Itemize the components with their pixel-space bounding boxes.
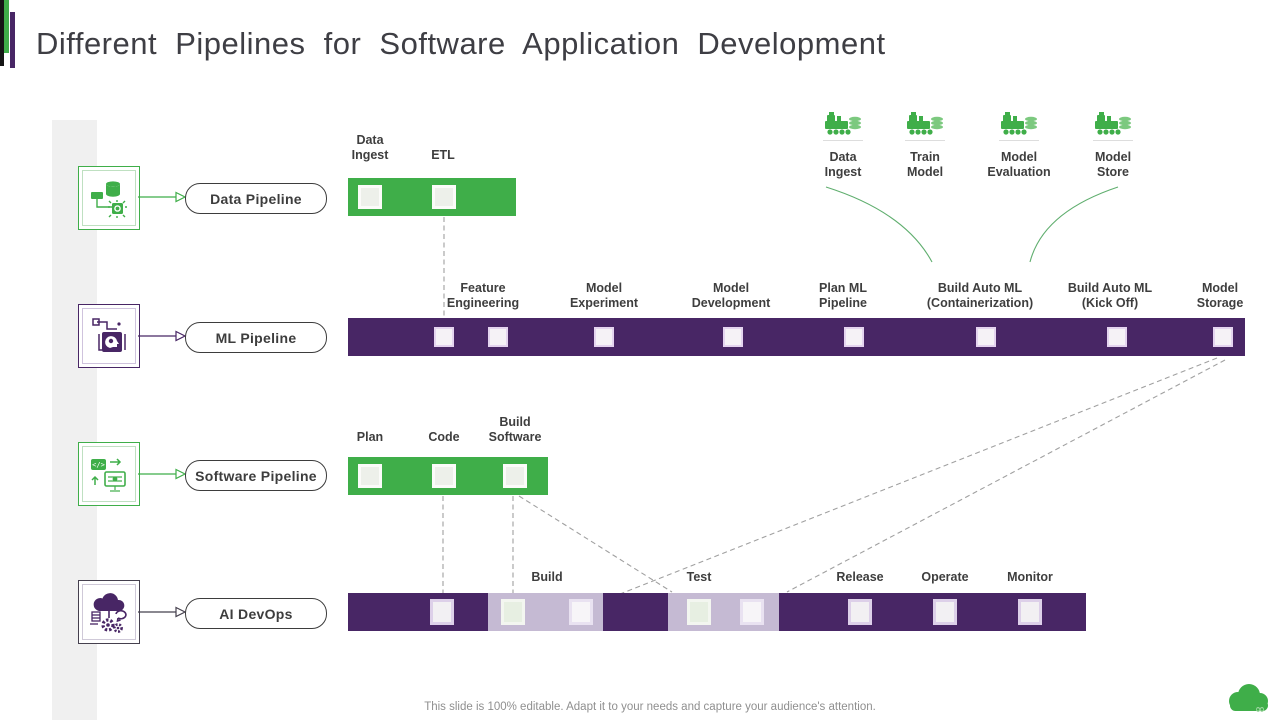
step-build: Build bbox=[531, 569, 563, 584]
ai-devops-icon-box bbox=[78, 580, 140, 644]
step-feature-engineering: Feature Engineering bbox=[446, 280, 520, 310]
accent-bar-green bbox=[4, 0, 9, 53]
operate-node bbox=[933, 599, 957, 625]
stage-label: Model Evaluation bbox=[987, 150, 1051, 180]
ml-pipeline-label: ML Pipeline bbox=[185, 322, 327, 353]
build-node-2 bbox=[569, 599, 593, 625]
step-release: Release bbox=[836, 569, 884, 584]
step-operate: Operate bbox=[921, 569, 969, 584]
step-build-software: Build Software bbox=[488, 414, 542, 444]
curve-data-ingest-to-containerization bbox=[825, 186, 933, 263]
ml-pipeline-icon-box bbox=[78, 304, 140, 368]
dashed-modelstorage-to-test-right-line bbox=[786, 359, 1226, 593]
train-with-data-icon bbox=[905, 110, 945, 141]
data-ingest-node bbox=[358, 185, 382, 209]
step-test: Test bbox=[686, 569, 712, 584]
train-with-data-icon bbox=[1093, 110, 1133, 141]
model-development-node bbox=[723, 327, 743, 347]
step-etl: ETL bbox=[431, 147, 455, 162]
build-auto-ml-kickoff-node bbox=[1107, 327, 1127, 347]
step-data-ingest: Data Ingest bbox=[351, 132, 389, 162]
stage-model-store: Model Store bbox=[1077, 110, 1149, 181]
devops-node bbox=[430, 599, 454, 625]
train-with-data-icon bbox=[999, 110, 1039, 141]
ai-devops-icon bbox=[82, 584, 136, 640]
curve-model-store-to-kickoff bbox=[1029, 186, 1119, 263]
data-pipeline-icon-box bbox=[78, 166, 140, 230]
ml-pipeline-arrow bbox=[138, 330, 187, 342]
stage-data-ingest: Data Ingest bbox=[807, 110, 879, 181]
software-pipeline-bar bbox=[348, 457, 548, 495]
page-title: Different Pipelines for Software Applica… bbox=[36, 26, 886, 61]
stage-train-model: Train Model bbox=[889, 110, 961, 181]
test-node-2 bbox=[740, 599, 764, 625]
data-pipeline-bar bbox=[348, 178, 516, 216]
stage-label: Data Ingest bbox=[824, 150, 862, 180]
data-pipeline-arrow bbox=[138, 191, 187, 203]
software-pipeline-label: Software Pipeline bbox=[185, 460, 327, 491]
data-pipeline-label: Data Pipeline bbox=[185, 183, 327, 214]
ai-devops-label: AI DevOps bbox=[185, 598, 327, 629]
stage-label: Model Store bbox=[1094, 150, 1132, 180]
etl-node bbox=[432, 185, 456, 209]
ml-pipeline-icon bbox=[82, 308, 136, 364]
step-plan: Plan bbox=[356, 429, 384, 444]
svg-text:</>: </> bbox=[92, 461, 105, 469]
test-node-1 bbox=[687, 599, 711, 625]
ai-devops-arrow bbox=[138, 606, 187, 618]
ml-node bbox=[434, 327, 454, 347]
step-code: Code bbox=[428, 429, 460, 444]
monitor-node bbox=[1018, 599, 1042, 625]
train-with-data-icon bbox=[823, 110, 863, 141]
step-build-auto-ml-containerization: Build Auto ML (Containerization) bbox=[926, 280, 1034, 310]
step-model-development: Model Development bbox=[691, 280, 771, 310]
step-model-storage: Model Storage bbox=[1196, 280, 1244, 310]
software-pipeline-icon-box: </> bbox=[78, 442, 140, 506]
accent-bar-black bbox=[0, 0, 4, 66]
data-pipeline-icon bbox=[82, 170, 136, 226]
cloud-infinity-icon: ∞ bbox=[1229, 684, 1268, 716]
feature-engineering-node bbox=[488, 327, 508, 347]
svg-text:∞: ∞ bbox=[1255, 702, 1265, 716]
dashed-modelstorage-to-test-left-line bbox=[619, 357, 1218, 595]
code-node bbox=[432, 464, 456, 488]
step-monitor: Monitor bbox=[1007, 569, 1053, 584]
step-model-experiment: Model Experiment bbox=[569, 280, 639, 310]
build-software-node bbox=[503, 464, 527, 488]
build-node-1 bbox=[501, 599, 525, 625]
model-experiment-node bbox=[594, 327, 614, 347]
software-pipeline-arrow bbox=[138, 468, 187, 480]
stage-model-evaluation: Model Evaluation bbox=[983, 110, 1055, 181]
accent-bar-purple bbox=[10, 12, 15, 68]
release-node bbox=[848, 599, 872, 625]
ml-pipeline-bar bbox=[348, 318, 1245, 356]
software-pipeline-icon: </> bbox=[82, 446, 136, 502]
editable-note: This slide is 100% editable. Adapt it to… bbox=[424, 701, 876, 713]
stage-label: Train Model bbox=[906, 150, 944, 180]
step-build-auto-ml-kickoff: Build Auto ML (Kick Off) bbox=[1067, 280, 1153, 310]
plan-node bbox=[358, 464, 382, 488]
model-storage-node bbox=[1213, 327, 1233, 347]
plan-ml-pipeline-node bbox=[844, 327, 864, 347]
step-plan-ml-pipeline: Plan ML Pipeline bbox=[819, 280, 867, 310]
ai-devops-bar bbox=[348, 593, 1086, 631]
build-auto-ml-containerization-node bbox=[976, 327, 996, 347]
